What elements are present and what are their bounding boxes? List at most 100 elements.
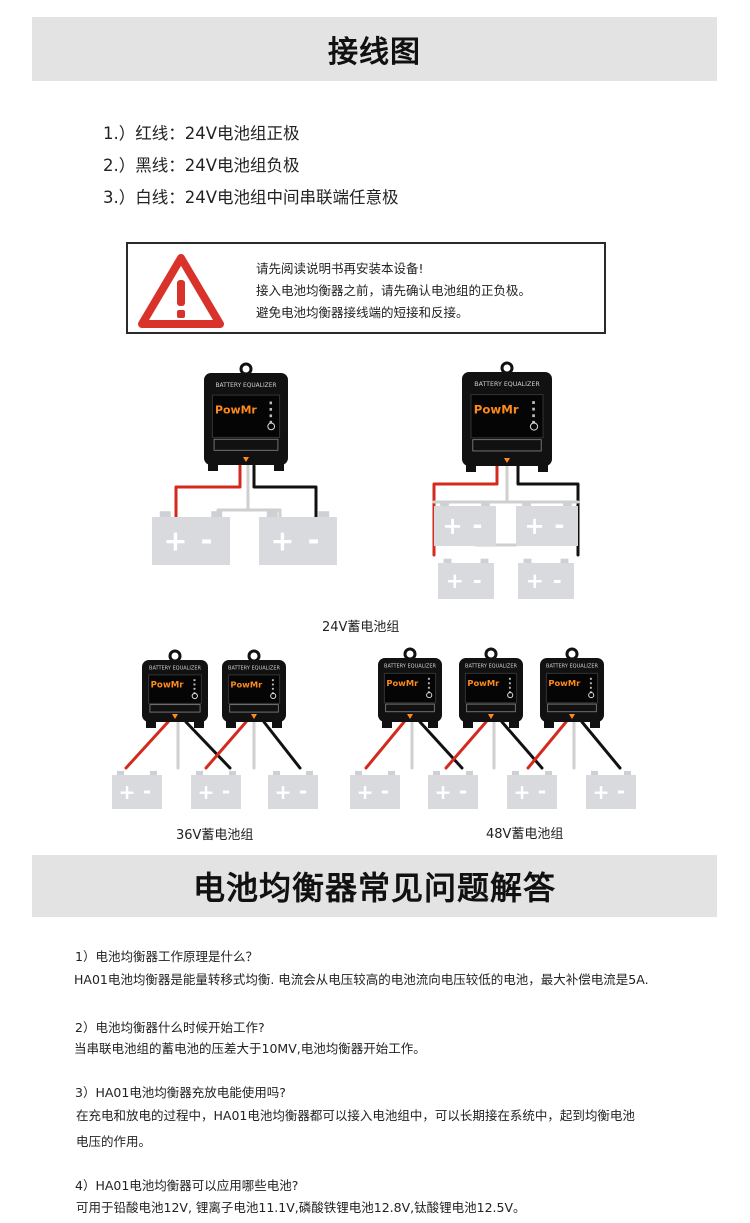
device-panel bbox=[227, 674, 281, 704]
battery: +- bbox=[518, 558, 574, 599]
status-led-icon bbox=[269, 401, 273, 405]
faq-question-4: 4）HA01电池均衡器可以应用哪些电池? bbox=[75, 1178, 299, 1193]
device-foot bbox=[146, 716, 156, 728]
wiring-diagram-banner: 接线图 bbox=[32, 17, 717, 81]
status-led-icon bbox=[532, 407, 535, 411]
down-arrow-icon bbox=[407, 714, 413, 719]
warning-box: 请先阅读说明书再安装本设备! 接入电池均衡器之前，请先确认电池组的正负极。 避免… bbox=[126, 242, 606, 334]
battery-terminal bbox=[523, 558, 532, 563]
battery-plus-icon: + bbox=[274, 780, 291, 804]
battery-terminal bbox=[522, 501, 531, 506]
mount-hole bbox=[484, 647, 498, 661]
status-led-icon bbox=[589, 686, 592, 689]
device-foot bbox=[274, 459, 284, 471]
wire bbox=[262, 720, 302, 770]
device-legend-box bbox=[466, 703, 516, 713]
recycle-icon bbox=[426, 692, 433, 699]
mount-hole bbox=[565, 647, 579, 661]
warning-triangle-icon bbox=[138, 254, 224, 328]
device-foot bbox=[194, 716, 204, 728]
device-panel bbox=[470, 394, 544, 439]
battery-plus-icon: + bbox=[356, 780, 373, 804]
battery-minus-icon: - bbox=[472, 511, 482, 539]
device-brand: PowMr bbox=[474, 402, 519, 416]
status-led-icon bbox=[269, 407, 273, 411]
wire-legend-black: 2.）黑线：24V电池组负极 bbox=[103, 156, 300, 175]
battery-terminal bbox=[563, 501, 572, 506]
status-led-icon bbox=[508, 677, 511, 680]
battery: +- bbox=[434, 501, 496, 546]
status-led-icon bbox=[532, 414, 535, 418]
battery-terminal bbox=[355, 770, 362, 775]
status-led-icon bbox=[269, 420, 273, 424]
battery-terminal bbox=[229, 770, 236, 775]
wire-legend-white: 3.）白线：24V电池组中间串联端任意极 bbox=[103, 188, 399, 207]
battery-terminal bbox=[545, 770, 552, 775]
device-brand: PowMr bbox=[548, 678, 581, 688]
battery-body bbox=[350, 775, 400, 809]
device-foot bbox=[382, 716, 392, 728]
battery-minus-icon: - bbox=[143, 779, 151, 803]
device-foot bbox=[509, 716, 519, 728]
battery: +- bbox=[428, 770, 478, 809]
device-foot bbox=[466, 460, 476, 472]
down-arrow-icon bbox=[569, 714, 575, 719]
battery: +- bbox=[191, 770, 241, 809]
battery-minus-icon: - bbox=[459, 779, 467, 803]
wiring-diagram-title: 接线图 bbox=[328, 35, 421, 70]
battery-plus-icon: + bbox=[434, 780, 451, 804]
battery-terminal bbox=[481, 501, 490, 506]
device-brand: PowMr bbox=[215, 403, 257, 416]
battery-terminal bbox=[159, 511, 171, 517]
battery-terminal bbox=[211, 511, 223, 517]
faq-answer-1: HA01电池均衡器是能量转移式均衡. 电流会从电压较高的电池流向电压较低的电池，… bbox=[74, 972, 649, 987]
status-led-icon bbox=[193, 683, 196, 686]
device-foot bbox=[272, 716, 282, 728]
battery-body bbox=[434, 506, 496, 546]
faq-question-1: 1）电池均衡器工作原理是什么？ bbox=[75, 949, 258, 964]
battery-body bbox=[586, 775, 636, 809]
battery-body bbox=[428, 775, 478, 809]
status-led-icon bbox=[427, 682, 430, 685]
battery: +- bbox=[112, 770, 162, 809]
status-led-icon bbox=[589, 677, 592, 680]
device-label: BATTERY EQUALIZER bbox=[149, 665, 201, 671]
device-legend-box bbox=[229, 704, 279, 713]
device-brand: PowMr bbox=[230, 679, 263, 689]
battery-minus-icon: - bbox=[538, 779, 546, 803]
wiring-diagrams: +-+-BATTERY EQUALIZERPowMr+-+-+-+-BATTER… bbox=[112, 361, 636, 809]
warning-line-3: 避免电池均衡器接线端的短接和反接。 bbox=[256, 305, 469, 320]
battery-minus-icon: - bbox=[617, 779, 625, 803]
battery-minus-icon: - bbox=[473, 568, 482, 593]
device-foot bbox=[208, 459, 218, 471]
battery-plus-icon: + bbox=[513, 780, 530, 804]
battery-terminal bbox=[512, 770, 519, 775]
device-label: BATTERY EQUALIZER bbox=[546, 664, 598, 670]
wire bbox=[252, 464, 318, 522]
device-foot bbox=[226, 716, 236, 728]
status-led-icon bbox=[193, 679, 196, 682]
mount-hole bbox=[500, 361, 514, 375]
battery-body bbox=[518, 563, 574, 599]
battery-minus-icon: - bbox=[308, 523, 320, 557]
wire bbox=[246, 508, 282, 522]
battery-plus-icon: + bbox=[163, 524, 187, 558]
battery-plus-icon: + bbox=[592, 780, 609, 804]
device-panel bbox=[383, 672, 437, 704]
battery-terminal bbox=[624, 770, 631, 775]
device-label: BATTERY EQUALIZER bbox=[228, 665, 280, 671]
recycle-icon bbox=[588, 692, 595, 699]
battery-plus-icon: + bbox=[526, 569, 544, 594]
status-led-icon bbox=[269, 414, 273, 418]
status-led-icon bbox=[589, 682, 592, 685]
battery-terminal bbox=[440, 501, 449, 506]
battery-terminal bbox=[117, 770, 124, 775]
caption-36v: 36V蓄电池组 bbox=[176, 828, 254, 843]
caption-24v: 24V蓄电池组 bbox=[322, 620, 400, 635]
battery: +- bbox=[586, 770, 636, 809]
device-brand: PowMr bbox=[386, 678, 419, 688]
